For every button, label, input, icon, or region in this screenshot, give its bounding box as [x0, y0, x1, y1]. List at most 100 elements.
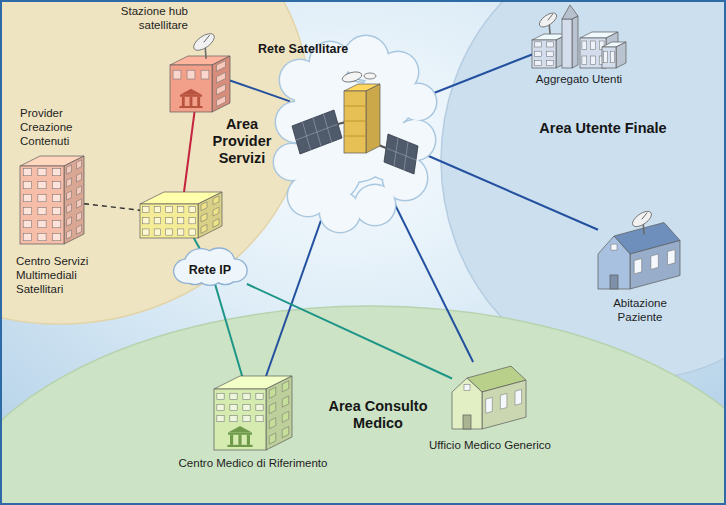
clinic-window [217, 404, 224, 410]
clinic-window [217, 416, 224, 422]
clinic-window [282, 426, 289, 437]
node-label: Centro Servizi Multimediali Satellitari [16, 254, 102, 296]
provider-window [77, 212, 82, 221]
hub-emblem [197, 97, 200, 106]
hub-dish-feed [204, 35, 209, 42]
hub-window [201, 70, 209, 79]
provider-window [53, 234, 61, 241]
satellite-stripe [344, 106, 366, 107]
home-window [668, 250, 676, 265]
provider-window [67, 165, 72, 174]
provider-window [38, 182, 46, 189]
satellite-icon [290, 64, 420, 184]
media-window [166, 229, 172, 235]
satellite-antenna [341, 70, 363, 84]
home-side-wall [630, 241, 680, 290]
hub-emblem [179, 106, 202, 108]
hub-building-side [212, 56, 230, 112]
aggregate-drawing [532, 5, 626, 68]
provider-window [23, 208, 31, 215]
content-provider: Provider Creazione Contenuti [20, 156, 84, 244]
media-window [166, 218, 172, 224]
aggregate-spire [562, 5, 578, 19]
provider-window [67, 178, 72, 187]
region-ellipse [0, 306, 726, 505]
satellite-stripe [344, 136, 366, 137]
office-gable-window [464, 384, 470, 390]
clinic-window [282, 411, 289, 422]
medical-area: Area Consulto MedicoCentro Medico di Rif… [0, 305, 726, 505]
patient-home: Abitazione Paziente [598, 206, 682, 290]
satellite-panel [292, 110, 342, 154]
provider-window [67, 230, 72, 239]
aggregate-window [535, 42, 542, 47]
media-building-side [198, 192, 222, 238]
gp-office: Ufficio Medico Generico [452, 362, 528, 430]
aggregate-dish-feed [548, 15, 553, 21]
media-window [177, 206, 183, 212]
clinic-window [256, 404, 263, 410]
media-window [213, 196, 219, 205]
aggregate-window [547, 42, 554, 47]
provider-window [23, 221, 31, 228]
media-window [177, 218, 183, 224]
provider-window [53, 182, 61, 189]
clinic-emblem [228, 426, 252, 433]
node-label: Ufficio Medico Generico [410, 438, 570, 452]
satellite-body-side [366, 84, 380, 153]
reference-medical-center: Centro Medico di Riferimento [214, 376, 292, 450]
aggregate-tower-side [572, 16, 578, 68]
media-window [201, 202, 207, 211]
media-window [213, 207, 219, 216]
provider-window [77, 199, 82, 208]
label-box: Abitazione Paziente [607, 296, 673, 324]
label-box: Stazione hub satellitare [116, 4, 188, 32]
office-front-wall [452, 378, 482, 429]
network-label: Rete IP [189, 263, 231, 278]
satellite-body-front [344, 91, 366, 153]
clinic-building-side [266, 376, 292, 450]
provider-window [23, 195, 31, 202]
user-aggregate: Aggregato Utenti [532, 4, 626, 68]
media-window [143, 218, 149, 224]
satellite: Rete Satellitare [290, 64, 420, 184]
clinic-window [243, 404, 250, 410]
media-icon [140, 192, 222, 238]
provider-window [53, 169, 61, 176]
node-label: Centro Medico di Riferimento [158, 456, 348, 470]
hub-emblem [190, 97, 193, 106]
label-box: Area Consulto Medico [318, 398, 438, 432]
media-window [154, 218, 160, 224]
provider-window [53, 221, 61, 228]
label-box: Rete IP [189, 260, 231, 278]
media-service-center: Centro Servizi Multimediali Satellitari [140, 192, 222, 238]
office-window [500, 393, 507, 409]
home-window [651, 254, 659, 269]
aggregate-window [582, 56, 587, 64]
aggregate-window [591, 56, 596, 64]
end-user-area: Area Utente FinaleAggregato UtentiAbitaz… [440, 0, 726, 380]
clinic-window [269, 387, 276, 398]
media-window [189, 206, 195, 212]
aggregate-building-front [532, 40, 556, 68]
media-window [189, 229, 195, 235]
media-window [143, 206, 149, 212]
media-window [166, 206, 172, 212]
office-side-wall [482, 380, 526, 429]
hub-emblem [180, 95, 202, 97]
media-window [213, 218, 219, 227]
hub-window [173, 70, 181, 79]
media-window [154, 206, 160, 212]
clinic-window [230, 416, 237, 422]
clinic-window [282, 396, 289, 407]
clinic-window [269, 418, 276, 429]
node-label: Aggregato Utenti [514, 72, 644, 86]
aggregate-house-front [602, 47, 616, 68]
provider-window [77, 173, 82, 182]
hub-building-front [170, 65, 212, 112]
aggregate-window [582, 41, 587, 49]
node-label: Provider Creazione Contenuti [20, 106, 86, 148]
office-window [515, 389, 522, 405]
home-dish-feed [642, 213, 647, 219]
provider-window [67, 217, 72, 226]
